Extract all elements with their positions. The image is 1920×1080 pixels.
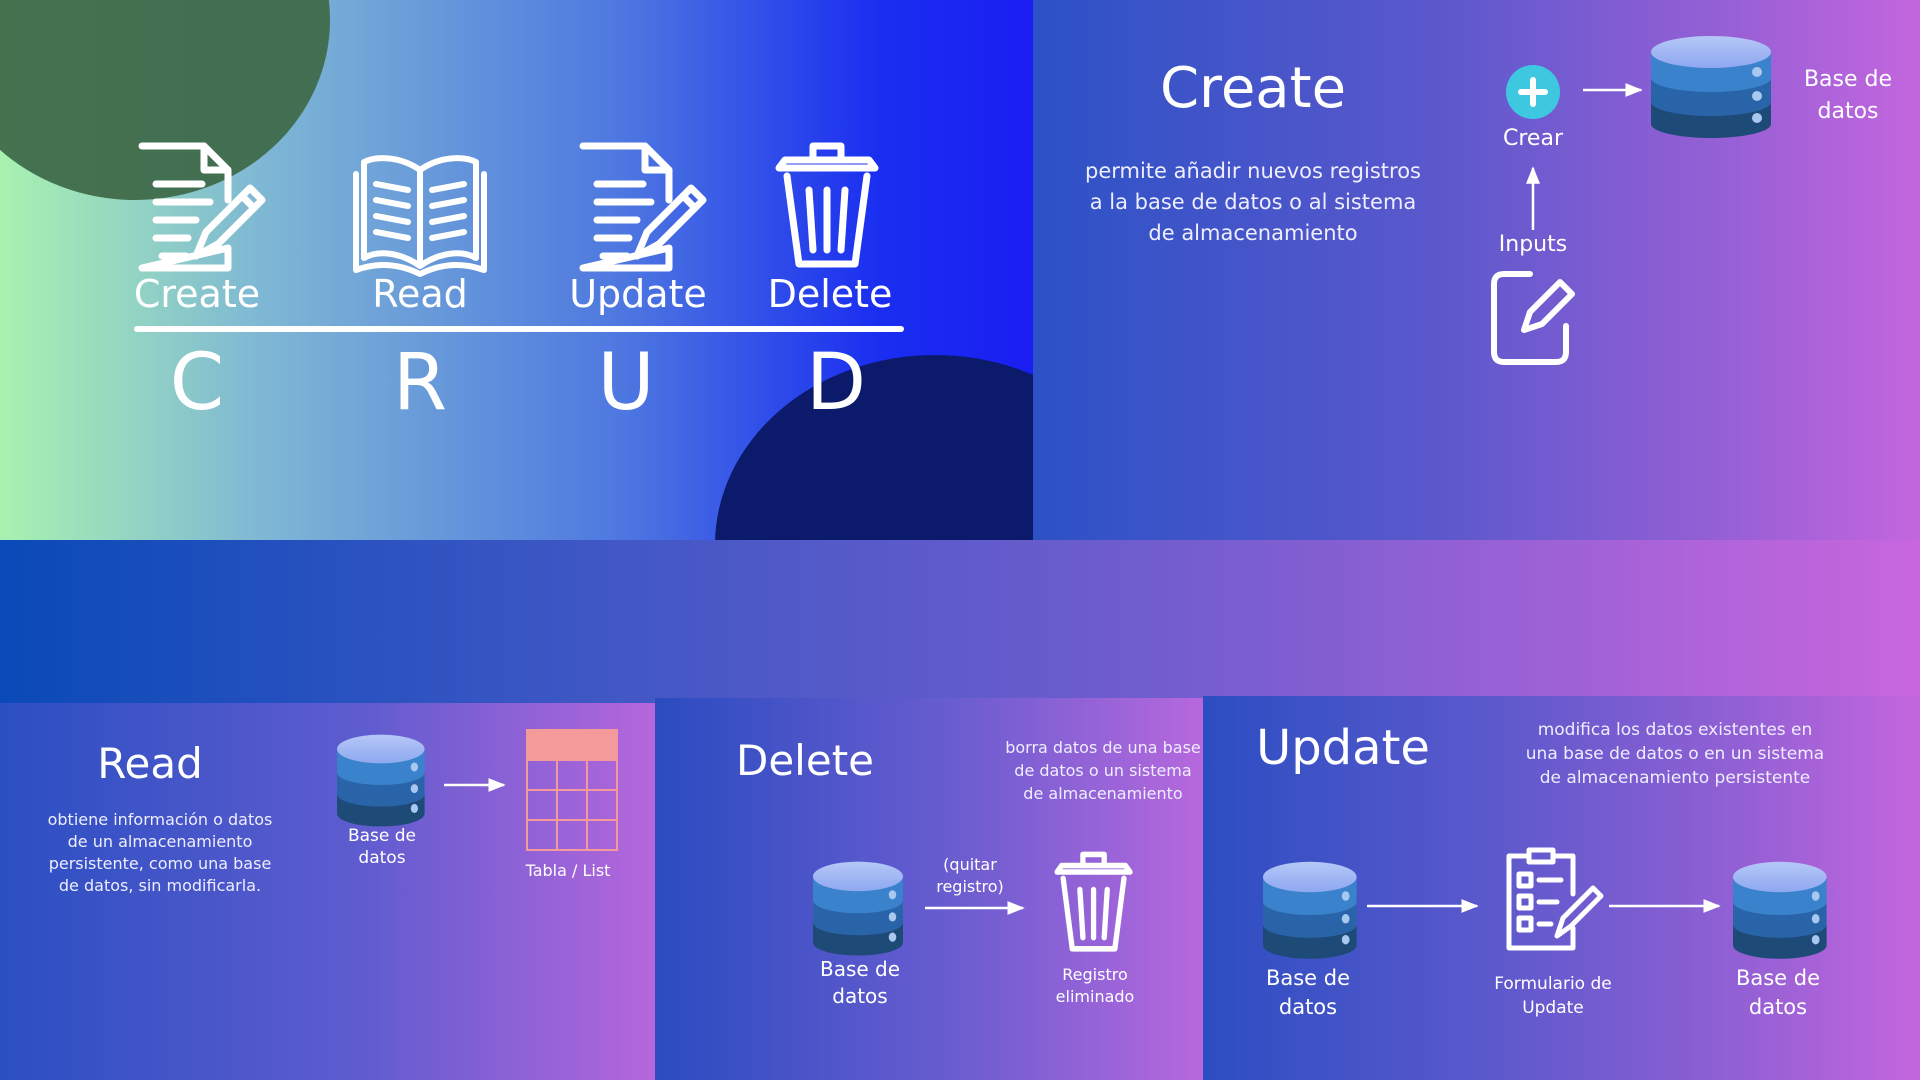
read-panel: Read obtiene información o datos de un a… [0, 703, 655, 1080]
plus-circle-icon [1506, 65, 1560, 119]
update-db-label-right: Base de datos [1735, 966, 1821, 1019]
document-edit-icon [132, 140, 272, 280]
clipboard-checklist-icon [1506, 847, 1604, 951]
update-description: modifica los datos existentes en una bas… [1525, 720, 1825, 788]
open-book-icon [353, 155, 487, 277]
divider-line [134, 326, 904, 332]
delete-description: borra datos de una base de datos o un si… [1005, 738, 1201, 803]
read-title: Read [97, 739, 203, 788]
form-label: Formulario de Update [1494, 974, 1612, 1018]
delete-db-label: Base de datos [819, 957, 901, 1008]
crud-label-delete: Delete [767, 272, 893, 316]
create-panel: Create permite añadir nuevos registros a… [1033, 0, 1920, 540]
update-db-label-left: Base de datos [1265, 966, 1351, 1019]
read-description: obtiene información o datos de un almace… [47, 810, 273, 895]
arrow-to-form [1367, 899, 1479, 913]
delete-panel: Delete borra datos de una base de datos … [655, 698, 1203, 1080]
arrow-label: (quitar registro) [936, 855, 1004, 896]
crear-label: Crear [1503, 126, 1563, 151]
trash-can-icon [771, 138, 883, 278]
arrow-to-database [1583, 83, 1643, 97]
update-panel: Update modifica los datos existentes en … [1203, 696, 1920, 1080]
crud-overview-panel: Create Read Update Delete C R U D [0, 0, 1033, 540]
database-icon [1263, 861, 1357, 959]
database-icon [337, 734, 425, 827]
arrow-to-trash [925, 901, 1025, 915]
create-db-label: Base de datos [1803, 67, 1893, 124]
delete-title: Delete [736, 736, 874, 785]
arrow-to-table [444, 778, 506, 792]
crud-label-create: Create [133, 272, 261, 316]
arrow-to-database [1609, 899, 1721, 913]
crud-letter-u: U [597, 338, 655, 428]
inputs-label: Inputs [1498, 232, 1568, 257]
crud-label-update: Update [569, 272, 707, 316]
create-description: permite añadir nuevos registros a la bas… [1085, 159, 1421, 245]
database-icon [1733, 861, 1827, 959]
edit-pencil-icon [1491, 271, 1575, 365]
read-db-label: Base de datos [347, 826, 417, 868]
result-label: Registro eliminado [1055, 965, 1135, 1006]
crud-letter-d: D [805, 338, 867, 428]
crud-letter-c: C [169, 338, 225, 428]
update-title: Update [1256, 720, 1430, 776]
table-icon [526, 729, 618, 851]
crud-label-read: Read [372, 272, 468, 316]
table-label: Tabla / List [525, 861, 611, 880]
create-title: Create [1159, 56, 1347, 121]
crud-letter-r: R [392, 338, 448, 428]
database-icon [813, 861, 903, 956]
document-edit-icon [573, 140, 713, 280]
trash-can-icon [1051, 848, 1135, 956]
arrow-up-to-crear [1526, 166, 1540, 230]
database-icon [1651, 36, 1771, 138]
